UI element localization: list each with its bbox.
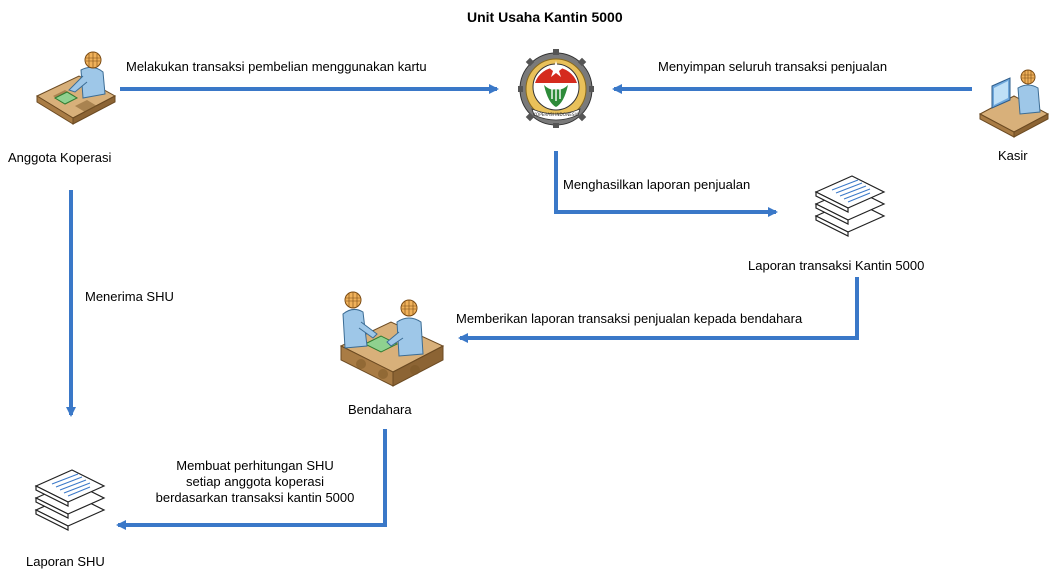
edge-label-line: berdasarkan transaksi kantin 5000 (155, 490, 355, 505)
koperasi-logo-icon: KOPERASI INDONESIA (518, 49, 594, 128)
node-label-bendahara: Bendahara (348, 402, 412, 417)
treasurer-meeting-icon (339, 291, 445, 387)
node-label-laporan-transaksi: Laporan transaksi Kantin 5000 (748, 258, 925, 273)
edge-label-unit-to-laporan: Menghasilkan laporan penjualan (563, 177, 751, 192)
node-label-kasir: Kasir (998, 148, 1028, 163)
arrow-laporan-to-bendahara (458, 277, 859, 343)
edge-label-laporan-to-bendahara: Memberikan laporan transaksi penjualan k… (456, 311, 803, 326)
edge-label-line: Membuat perhitungan SHU (176, 458, 334, 473)
edge-label-bendahara-to-shu: Membuat perhitungan SHU setiap anggota k… (150, 458, 360, 506)
node-label-anggota: Anggota Koperasi (8, 150, 112, 165)
cashier-computer-icon (978, 69, 1050, 138)
person-at-desk-icon (35, 51, 117, 125)
arrow-unit-to-laporan (554, 151, 778, 217)
arrow-bendahara-to-shu (116, 429, 387, 530)
report-stack-icon (34, 469, 106, 531)
node-label-laporan-shu: Laporan SHU (26, 554, 105, 569)
edge-label-anggota-to-shu: Menerima SHU (85, 289, 174, 304)
edge-label-kasir-to-unit: Menyimpan seluruh transaksi penjualan (658, 59, 888, 74)
edge-label-line: setiap anggota koperasi (185, 474, 325, 489)
report-stack-icon (814, 175, 886, 237)
logo-lettering: KOPERASI INDONESIA (533, 112, 578, 117)
diagram-title: Unit Usaha Kantin 5000 (467, 9, 623, 25)
edge-label-anggota-to-unit: Melakukan transaksi pembelian menggunaka… (126, 59, 427, 74)
